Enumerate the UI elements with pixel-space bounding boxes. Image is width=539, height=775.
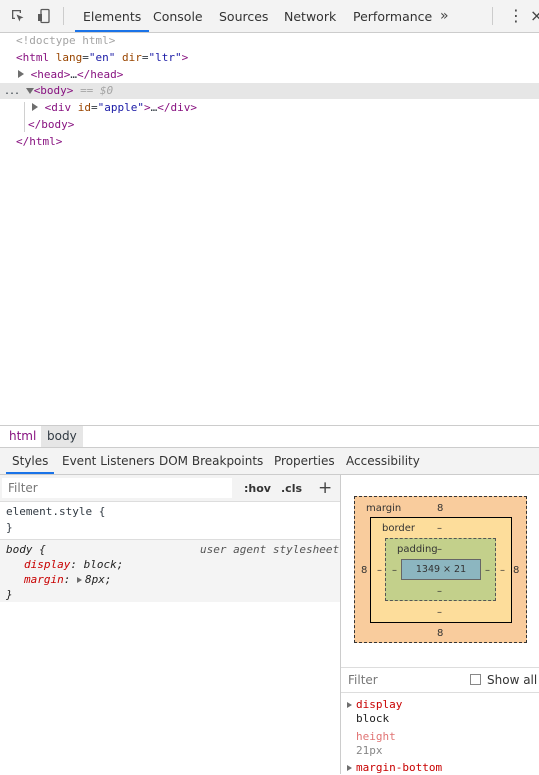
computed-prop-margin-bottom[interactable]: margin-bottom — [347, 761, 442, 775]
border-bottom-value[interactable]: – — [437, 607, 442, 618]
show-all-checkbox[interactable] — [470, 674, 481, 685]
rule-close-brace: } — [6, 521, 13, 534]
toolbar-separator — [492, 7, 493, 25]
class-toggle[interactable]: .cls — [281, 482, 303, 495]
tab-accessibility[interactable]: Accessibility — [346, 454, 420, 468]
computed-prop-height[interactable]: height 21px — [356, 730, 396, 757]
box-model-content[interactable]: 1349 × 21 — [401, 559, 481, 580]
style-prop-display[interactable]: display: block; — [24, 558, 124, 571]
border-top-value[interactable]: – — [437, 523, 442, 534]
breadcrumb-html[interactable]: html — [9, 429, 37, 443]
stylesheet-source: user agent stylesheet — [200, 543, 340, 556]
border-right-value[interactable]: – — [500, 565, 505, 576]
tab-dom-breakpoints[interactable]: DOM Breakpoints — [159, 454, 264, 468]
selected-row-highlight — [0, 83, 539, 99]
head-node[interactable]: <head>…</head> — [18, 67, 123, 83]
margin-left-value[interactable]: 8 — [361, 565, 368, 576]
body-style-rule: body { user agent stylesheet display: bl… — [0, 540, 340, 602]
toolbar-separator — [63, 7, 64, 25]
device-toolbar-icon[interactable] — [36, 8, 52, 24]
html-node[interactable]: <html lang="en" dir="ltr"> — [16, 51, 189, 64]
tab-properties[interactable]: Properties — [274, 454, 335, 468]
more-tabs-icon[interactable]: » — [440, 8, 449, 24]
margin-bottom-value[interactable]: 8 — [437, 628, 444, 639]
rule-close-brace: } — [6, 588, 13, 601]
body-node[interactable]: ... <body> == $0 — [4, 84, 114, 97]
expand-triangle-icon[interactable] — [347, 765, 352, 771]
tab-performance[interactable]: Performance — [353, 9, 433, 24]
computed-filter-input[interactable] — [343, 671, 463, 689]
style-prop-margin[interactable]: margin: 8px; — [24, 573, 112, 586]
div-apple-node[interactable]: <div id="apple">…</div> — [32, 100, 197, 116]
border-label: border — [382, 523, 416, 534]
breadcrumb-body[interactable]: body — [41, 426, 83, 447]
padding-label: padding — [397, 544, 438, 555]
breadcrumb: html body — [0, 425, 539, 448]
computed-pane: margin 8 8 8 8 border – – – – padding – … — [341, 475, 539, 774]
tab-event-listeners[interactable]: Event Listeners — [62, 454, 155, 468]
margin-right-value[interactable]: 8 — [513, 565, 520, 576]
tree-guide-line — [24, 102, 25, 132]
tab-styles[interactable]: Styles — [5, 448, 55, 474]
expand-triangle-icon[interactable] — [32, 103, 38, 111]
expand-triangle-icon[interactable] — [347, 702, 352, 708]
computed-filter-bar: Show all — [341, 667, 539, 693]
margin-label: margin — [366, 503, 402, 514]
inspect-element-icon[interactable] — [10, 8, 26, 24]
padding-right-value[interactable]: – — [485, 565, 490, 576]
menu-kebab-icon[interactable]: ⋮ — [508, 6, 524, 25]
padding-top-value[interactable]: – — [437, 544, 442, 555]
padding-bottom-value[interactable]: – — [437, 586, 442, 597]
padding-left-value[interactable]: – — [392, 565, 397, 576]
styles-filter-bar: :hov .cls + — [0, 475, 340, 502]
body-selector[interactable]: body { — [6, 543, 46, 556]
element-style-selector[interactable]: element.style { — [6, 505, 106, 518]
element-style-rule: element.style { } — [0, 502, 340, 540]
node-actions-dots[interactable]: ... — [4, 86, 20, 97]
elements-tree: <!doctype html> <html lang="en" dir="ltr… — [0, 33, 539, 425]
expand-triangle-icon[interactable] — [18, 70, 24, 78]
devtools-toolbar: Elements Console Sources Network Perform… — [0, 0, 539, 33]
html-close-node[interactable]: </html> — [16, 135, 63, 148]
tab-network[interactable]: Network — [284, 9, 337, 24]
body-close-node[interactable]: </body> — [28, 118, 75, 131]
styles-pane: :hov .cls + element.style { } body { use… — [0, 475, 341, 774]
new-style-rule-button[interactable]: + — [318, 478, 333, 498]
margin-top-value[interactable]: 8 — [437, 503, 444, 514]
hover-state-toggle[interactable]: :hov — [244, 482, 271, 495]
content-size[interactable]: 1349 × 21 — [415, 564, 467, 575]
computed-prop-display[interactable]: display block — [347, 698, 402, 726]
sidebar-panel-tabs: Styles Event Listeners DOM Breakpoints P… — [0, 448, 539, 475]
styles-filter-input[interactable] — [2, 478, 232, 498]
close-icon[interactable]: × — [530, 6, 539, 25]
show-all-label: Show all — [487, 673, 538, 687]
expand-shorthand-icon[interactable] — [77, 577, 82, 583]
tab-elements[interactable]: Elements — [74, 0, 150, 32]
border-left-value[interactable]: – — [377, 565, 382, 576]
collapse-triangle-icon[interactable] — [25, 88, 34, 94]
tab-console[interactable]: Console — [153, 9, 203, 24]
doctype-node[interactable]: <!doctype html> — [16, 34, 116, 47]
tab-sources[interactable]: Sources — [219, 9, 269, 24]
